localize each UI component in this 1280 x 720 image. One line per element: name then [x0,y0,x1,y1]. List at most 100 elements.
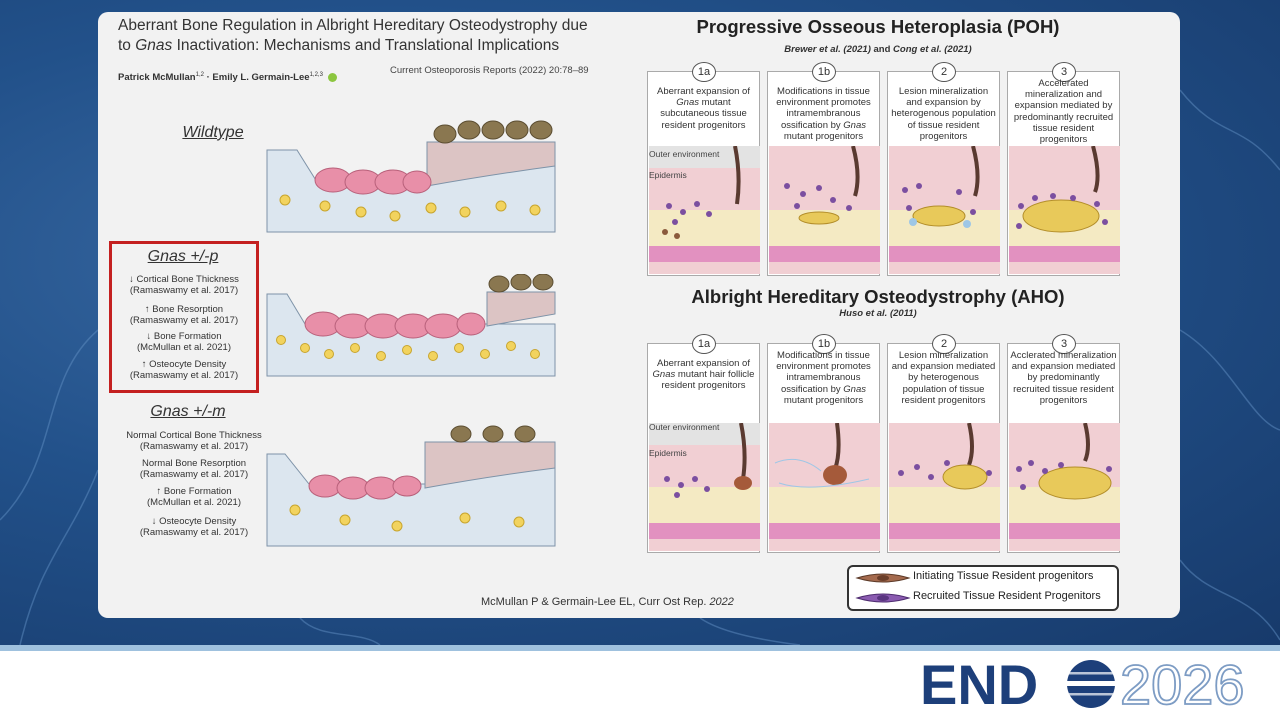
poh-citation-a: Brewer et al. (2021) [784,44,871,55]
aho-tissue-3 [1009,423,1120,551]
logo-end-text: END [920,653,1038,716]
author-1-affiliation: 1,2 [195,72,204,78]
recruited-progenitor-icon [855,593,911,603]
highlight-box-gnas-p [109,241,259,393]
gnas-p-bone-diagram [266,274,556,377]
journal-citation: Current Osteoporosis Reports (2022) 20:7… [390,65,589,76]
wildtype-label: Wildtype [182,124,244,141]
panel-text: Lesion mineralization and expansion by h… [891,86,996,142]
step-number: 1a [692,334,716,354]
step-number: 1b [812,334,836,354]
gnas-m-effect-4: ↓ Osteocyte Density(Ramaswamy et al. 201… [106,516,282,538]
legend-initiating: Initiating Tissue Resident progenitors [913,570,1094,582]
poh-tissue-3 [1009,146,1120,274]
panel-text: Aberrant expansion of Gnas mutant hair f… [652,358,755,392]
gnas-m-label: Gnas +/-m [150,403,226,420]
poh-panel-1b: 1b Modifications in tissue environment p… [767,62,880,276]
poh-tissue-1b [769,146,880,274]
logo-globe-icon [1067,660,1115,708]
title-gene: Gnas [135,37,173,54]
poh-title: Progressive Osseous Heteroplasia (POH) [696,16,1060,37]
poh-panel-1a: 1a Aberrant expansion of Gnas mutant sub… [647,62,760,276]
title-line-1: Aberrant Bone Regulation in Albright Her… [118,17,588,34]
paper-authors: Patrick McMullan1,2 · Emily L. Germain-L… [118,72,337,83]
gnas-p-effect-1: ↓ Cortical Bone Thickness(Ramaswamy et a… [111,274,257,296]
paper-title: Aberrant Bone Regulation in Albright Her… [118,16,618,56]
aho-panel-2: 2 Lesion mineralization and expansion me… [887,334,1000,553]
step-number: 3 [1052,334,1076,354]
credit-text: McMullan P & Germain-Lee EL, Curr Ost Re… [481,596,710,608]
effect-text: ↑ Bone Resorption [144,304,224,315]
gnas-p-effect-3: ↓ Bone Formation(McMullan et al. 2021) [111,331,257,353]
initiating-progenitor-icon [855,573,911,583]
panel-text: Modifications in tissue environment prom… [776,86,871,142]
gnas-p-effect-4: ↑ Osteocyte Density(Ramaswamy et al. 201… [111,359,257,381]
effect-text: Normal Cortical Bone Thickness [126,430,262,441]
aho-outer-environment-label: Outer environment [649,422,720,432]
gnas-p-effect-2: ↑ Bone Resorption(Ramaswamy et al. 2017) [111,304,257,326]
aho-tissue-1a [649,423,760,551]
effect-citation: (Ramaswamy et al. 2017) [139,441,249,452]
endo-2026-logo: END 2026 [920,652,1245,716]
poh-citation-b: Cong et al. (2021) [893,44,972,55]
poh-tissue-1a [649,146,760,274]
step-number: 1b [812,62,836,82]
poh-tissue-2 [889,146,1000,274]
poh-citation-and: and [870,44,894,55]
effect-text: ↓ Osteocyte Density [151,516,237,527]
author-2: Emily L. Germain-Lee [212,72,310,84]
aho-title: Albright Hereditary Osteodystrophy (AHO) [691,286,1065,307]
author-separator: · [203,72,213,84]
step-number: 1a [692,62,716,82]
title-line-2-post: Inactivation: Mechanisms and Translation… [172,37,560,54]
author-2-affiliation: 1,2,3 [309,72,323,78]
logo-year-text: 2026 [1120,653,1245,716]
aho-panel-1a: 1a Aberrant expansion of Gnas mutant hai… [647,334,760,553]
gnas-p-label: Gnas +/-p [147,248,219,265]
footer-bar [0,645,1280,720]
effect-citation: (McMullan et al. 2021) [147,497,241,508]
gnas-m-effect-2: Normal Bone Resorption(Ramaswamy et al. … [106,458,282,480]
gnas-m-effect-3: ↑ Bone Formation(McMullan et al. 2021) [106,486,282,508]
effect-text: ↑ Bone Formation [156,486,232,497]
aho-epidermis-label: Epidermis [649,448,687,458]
effect-text: ↓ Bone Formation [146,331,222,342]
title-line-2-pre: to [118,37,136,54]
aho-panel-3: 3 Acclerated mineralization and expansio… [1007,334,1120,553]
poh-citation: Brewer et al. (2021) and Cong et al. (20… [708,44,1048,55]
gnas-m-effect-1: Normal Cortical Bone Thickness(Ramaswamy… [106,430,282,452]
aho-tissue-1b [769,423,880,551]
effect-citation: (Ramaswamy et al. 2017) [139,527,249,538]
poh-epidermis-label: Epidermis [649,170,687,180]
step-number: 3 [1052,62,1076,82]
effect-citation: (Ramaswamy et al. 2017) [129,370,239,381]
step-number: 2 [932,62,956,82]
effect-text: ↑ Osteocyte Density [141,359,227,370]
effect-citation: (Ramaswamy et al. 2017) [129,285,239,296]
step-number: 2 [932,334,956,354]
effect-citation: (McMullan et al. 2021) [137,342,231,353]
panel-text: Lesion mineralization and expansion medi… [891,350,996,406]
legend-recruited: Recruited Tissue Resident Progenitors [913,590,1101,602]
figure-slide: Aberrant Bone Regulation in Albright Her… [98,12,1180,618]
aho-panel-1b: 1b Modifications in tissue environment p… [767,334,880,553]
figure-credit: McMullan P & Germain-Lee EL, Curr Ost Re… [481,596,734,608]
background-nerve-pattern [0,89,1280,645]
wildtype-bone-diagram [266,120,556,233]
poh-panel-3: 3 Accelerated mineralization and expansi… [1007,62,1120,276]
gnas-m-bone-diagram [266,425,556,547]
orcid-icon [327,73,337,83]
panel-text: Accelerated mineralization and expansion… [1013,78,1114,146]
author-1: Patrick McMullan [118,72,196,84]
effect-text: Normal Bone Resorption [141,458,247,469]
aho-citation: Huso et al. (2011) [839,308,917,319]
cell-type-legend: Initiating Tissue Resident progenitors R… [847,565,1119,611]
poh-outer-environment-label: Outer environment [649,149,720,159]
effect-citation: (Ramaswamy et al. 2017) [139,469,249,480]
effect-text: ↓ Cortical Bone Thickness [129,274,239,285]
aho-tissue-2 [889,423,1000,551]
panel-text: Acclerated mineralization and expansion … [1010,350,1117,406]
poh-panel-2: 2 Lesion mineralization and expansion by… [887,62,1000,276]
credit-year: 2022 [709,596,734,608]
effect-citation: (Ramaswamy et al. 2017) [129,315,239,326]
